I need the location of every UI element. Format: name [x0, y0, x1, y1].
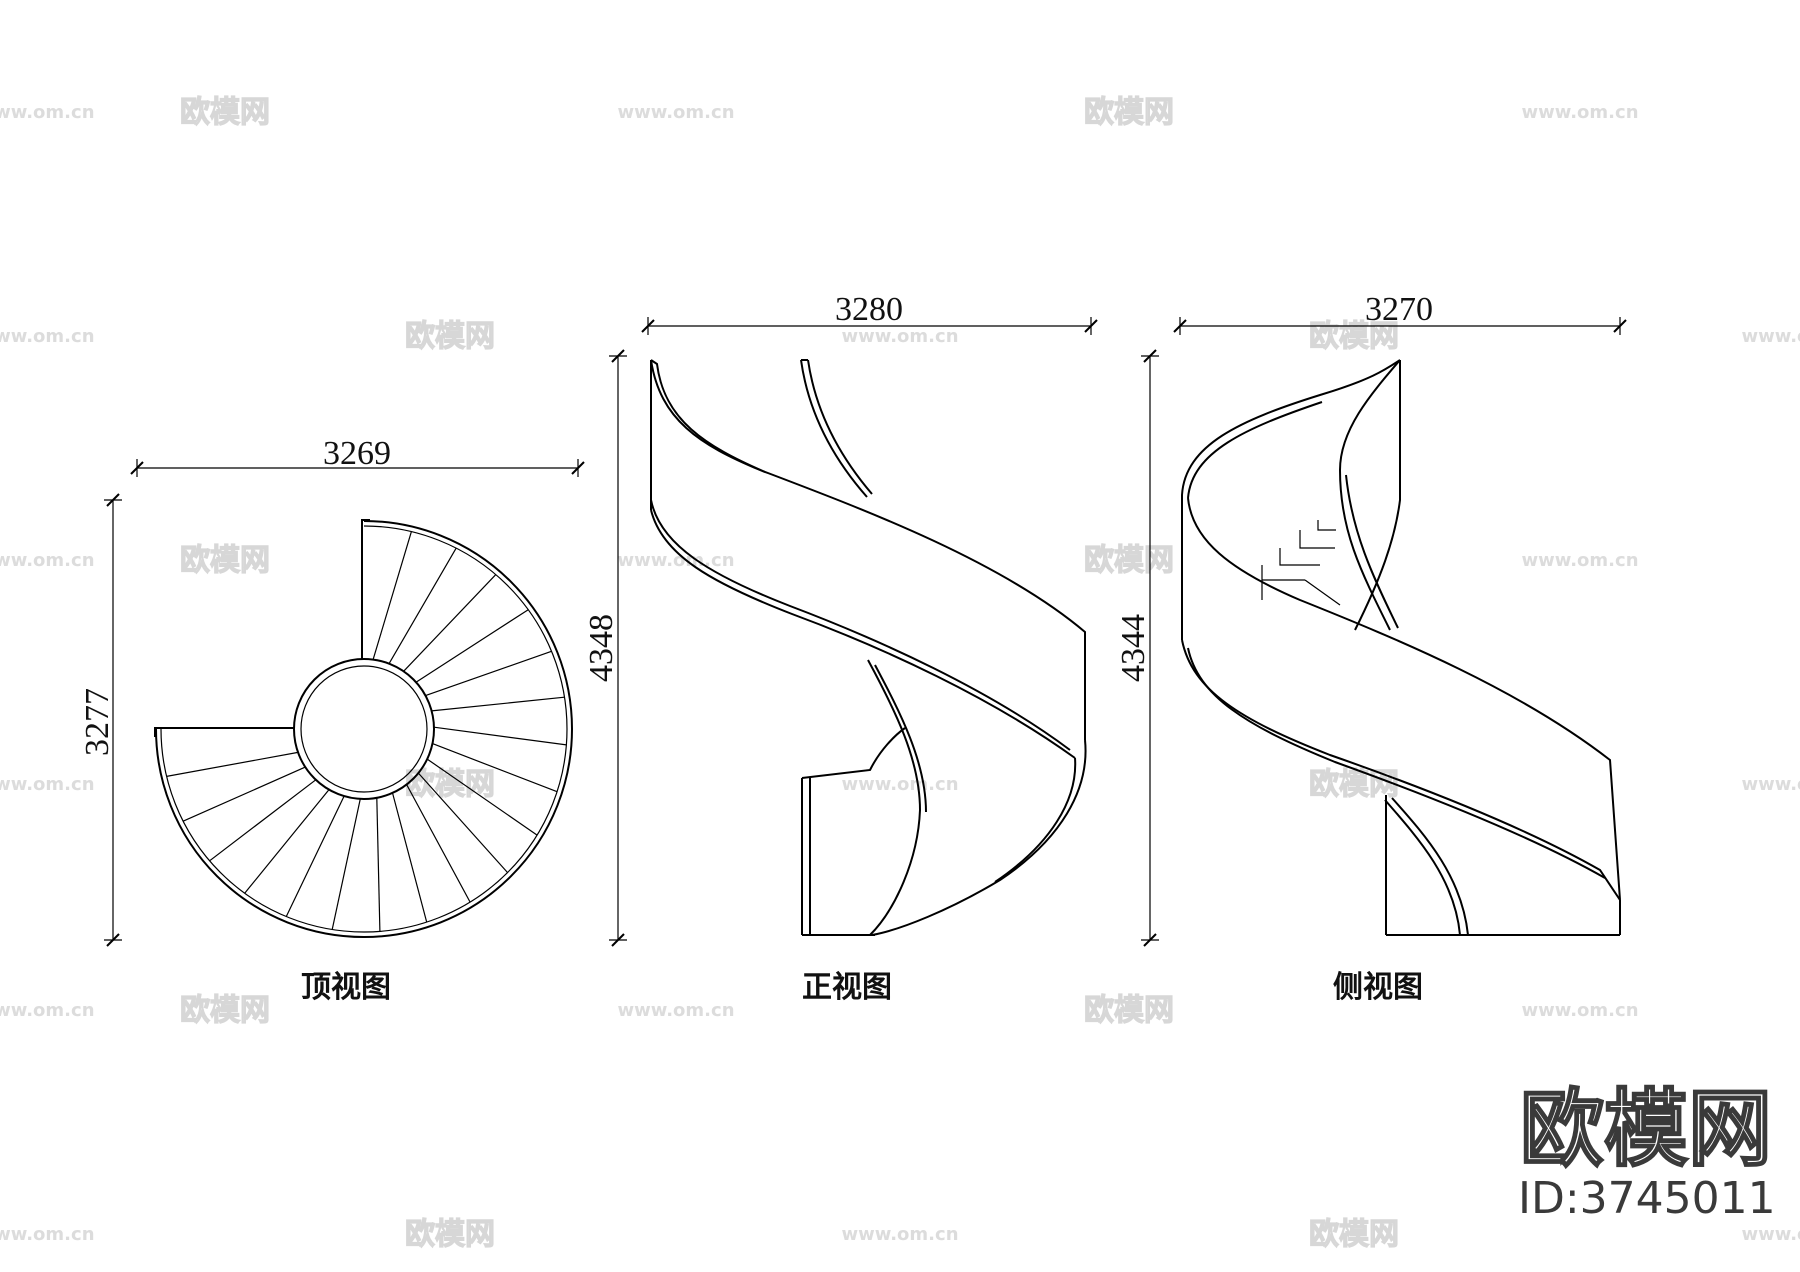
watermark-logo: 欧模网	[405, 1217, 495, 1252]
watermark-url: www.om.cn	[1741, 774, 1800, 795]
watermark-logo: 欧模网	[180, 95, 270, 130]
top-view-outer-rail	[155, 520, 573, 938]
watermark-logo: 欧模网	[1309, 767, 1399, 802]
front-view-title: 正视图	[802, 970, 892, 1005]
watermark-url: www.om.cn	[1521, 1000, 1638, 1021]
watermark-url: www.om.cn	[617, 102, 734, 123]
top-view-title: 顶视图	[301, 970, 391, 1005]
top-view-tread-line	[376, 797, 381, 932]
top-view-tread-line	[432, 743, 558, 793]
watermark-url: www.om.cn	[841, 774, 958, 795]
watermark-logo: 欧模网	[1309, 319, 1399, 354]
front-view-staircase	[650, 359, 1087, 936]
top-view-height-label: 3277	[79, 688, 116, 756]
watermark-url: www.om.cn	[0, 1224, 95, 1245]
watermark-url: www.om.cn	[0, 102, 95, 123]
top-view-tread-line	[391, 792, 428, 923]
top-view-width-dimension: 3269	[130, 435, 585, 477]
top-view-tread-line	[415, 609, 529, 683]
top-view-tread-line	[431, 696, 565, 712]
side-view-width-label: 3270	[1365, 291, 1433, 328]
side-view: 3270 4344	[1115, 291, 1627, 1005]
top-view-center-column-inner	[300, 665, 428, 793]
top-view-tread-line	[166, 751, 299, 777]
top-view-tread-line	[426, 758, 538, 836]
top-view-tread-line	[433, 726, 567, 746]
top-view-tread-line	[403, 574, 497, 672]
watermark-url: www.om.cn	[841, 1224, 958, 1245]
watermark-logo: 欧模网	[1084, 993, 1174, 1028]
top-view-tread-line	[417, 772, 508, 873]
top-view-tread-line	[425, 650, 552, 697]
side-view-height-dimension: 4344	[1115, 349, 1159, 947]
front-view: 3280 4348	[583, 291, 1098, 1005]
side-view-height-label: 4344	[1115, 614, 1152, 682]
watermark-url: www.om.cn	[0, 1000, 95, 1021]
front-view-height-dimension: 4348	[583, 349, 627, 947]
brand-id-label: ID:3745011	[1518, 1173, 1776, 1224]
brand-logo: 欧模网	[1520, 1080, 1772, 1178]
watermark-logo: 欧模网	[405, 319, 495, 354]
watermark-url: www.om.cn	[617, 550, 734, 571]
watermark-logo: 欧模网	[1309, 1217, 1399, 1252]
side-view-staircase	[1181, 359, 1621, 936]
watermark-url: www.om.cn	[617, 1000, 734, 1021]
top-view-height-dimension: 3277	[79, 493, 122, 947]
watermark-url: www.om.cn	[0, 326, 95, 347]
watermark-url: www.om.cn	[841, 326, 958, 347]
watermark-url: www.om.cn	[1521, 102, 1638, 123]
branding-block: 欧模网 ID:3745011	[1518, 1079, 1776, 1224]
front-view-width-label: 3280	[835, 291, 903, 328]
front-view-width-dimension: 3280	[641, 291, 1098, 335]
watermark-url: www.om.cn	[1521, 550, 1638, 571]
watermark-url: www.om.cn	[1741, 1224, 1800, 1245]
top-view-tread-line	[388, 547, 457, 664]
top-view-tread-line	[285, 795, 345, 917]
top-view: 3269 3277 顶视图	[79, 435, 585, 1005]
top-view-tread-line	[331, 798, 361, 930]
top-view-end-edge	[154, 727, 294, 737]
top-view-tread-line	[244, 789, 330, 894]
front-view-height-label: 4348	[583, 614, 620, 682]
watermark-url: www.om.cn	[0, 774, 95, 795]
side-view-width-dimension: 3270	[1173, 291, 1627, 335]
watermark-url: www.om.cn	[1741, 326, 1800, 347]
top-view-center-column	[293, 658, 435, 800]
watermark-logo: 欧模网	[1084, 95, 1174, 130]
top-view-tread-line	[209, 779, 317, 862]
top-view-tread-line	[182, 766, 306, 822]
top-view-tread-line	[372, 531, 412, 660]
top-view-width-label: 3269	[323, 435, 391, 472]
side-view-visible-steps	[1261, 520, 1341, 606]
top-view-tread-line	[406, 784, 471, 903]
watermark-logo: 欧模网	[180, 993, 270, 1028]
top-view-start-edge	[361, 519, 370, 659]
watermark-logo: 欧模网	[1084, 543, 1174, 578]
side-view-title: 侧视图	[1333, 970, 1423, 1005]
top-view-spiral-plan	[154, 519, 573, 938]
watermark-logo: 欧模网	[180, 543, 270, 578]
watermark-url: www.om.cn	[0, 550, 95, 571]
watermark-layer: 欧模网欧模网www.om.cnwww.om.cnwww.om.cn欧模网欧模网w…	[0, 94, 1800, 1252]
